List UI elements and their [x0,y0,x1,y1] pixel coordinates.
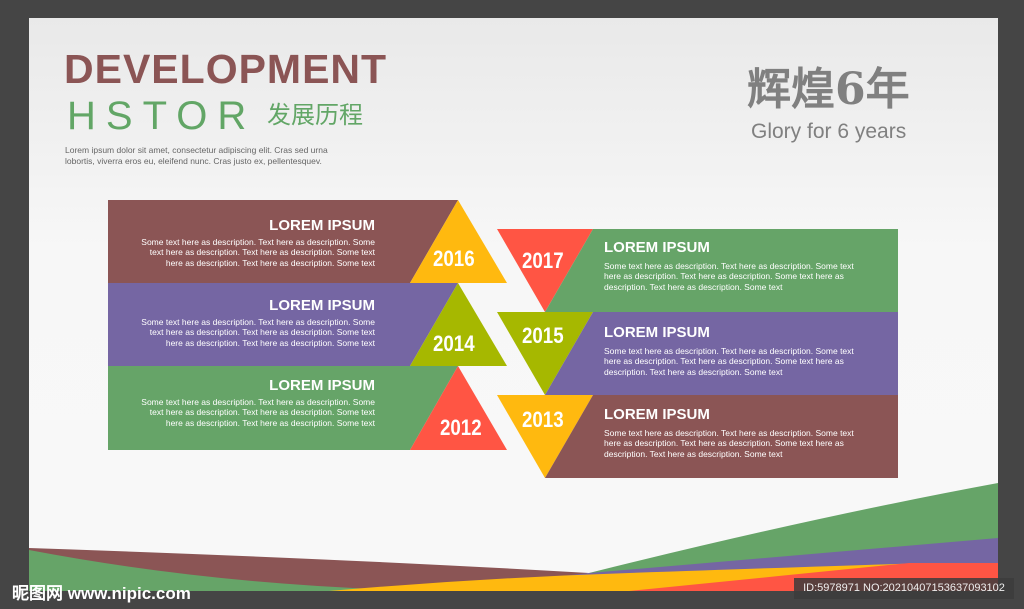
year-2015: 2015 [522,323,564,348]
band-2014 [108,283,458,366]
band-2016 [108,200,458,283]
infographic-canvas: DEVELOPMENT HSTOR 发展历程 Lorem ipsum dolor… [29,18,998,591]
year-2017: 2017 [522,248,564,273]
heading-2014: LOREM IPSUM [269,297,375,314]
heading-2016: LOREM IPSUM [269,217,375,234]
year-2013: 2013 [522,407,564,432]
year-2016: 2016 [433,246,475,271]
desc-2016: Some text here as description. Text here… [141,237,375,268]
desc-2012: Some text here as description. Text here… [141,397,375,428]
heading-2015: LOREM IPSUM [604,324,710,341]
band-2015 [545,312,898,395]
year-2014: 2014 [433,331,475,356]
triangle-2012 [410,366,507,450]
heading-2012: LOREM IPSUM [269,377,375,394]
band-2012 [108,366,458,450]
title-history: HSTOR [67,94,257,138]
desc-2015: Some text here as description. Text here… [604,346,854,377]
desc-2017: Some text here as description. Text here… [604,261,854,292]
year-2012: 2012 [440,415,482,440]
band-2013 [545,395,898,478]
band-2017 [545,229,898,312]
watermark-site: 昵图网 www.nipic.com [12,584,191,603]
triangle-2015 [497,312,593,395]
heading-2017: LOREM IPSUM [604,239,710,256]
triangle-2013 [497,395,593,478]
desc-2014: Some text here as description. Text here… [141,317,375,348]
wave-green-left [29,550,449,591]
intro-text: Lorem ipsum dolor sit amet, consectetur … [65,145,328,166]
heading-2013: LOREM IPSUM [604,406,710,423]
title-development: DEVELOPMENT [64,46,388,92]
badge-chinese: 辉煌6年 [747,64,910,115]
watermark-id: ID:5978971 NO:20210407153637093102 [794,578,1014,599]
triangle-2016 [410,200,507,283]
title-chinese: 发展历程 [267,102,363,129]
badge-english: Glory for 6 years [751,120,907,143]
triangle-2017 [497,229,593,312]
desc-2013: Some text here as description. Text here… [604,428,854,459]
triangle-2014 [410,283,507,366]
